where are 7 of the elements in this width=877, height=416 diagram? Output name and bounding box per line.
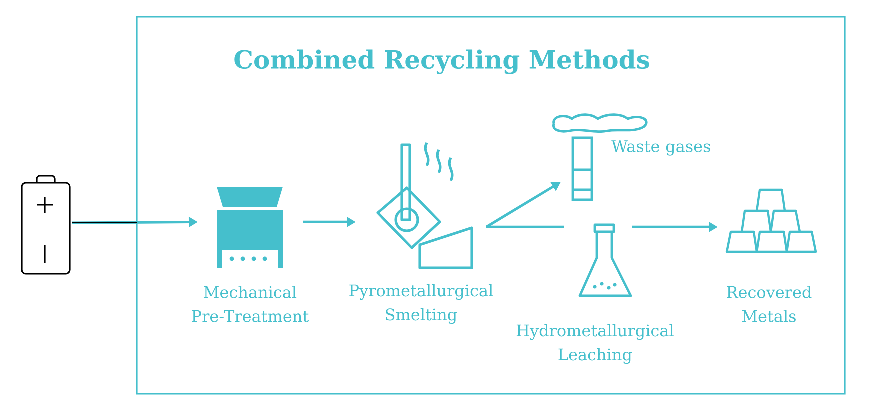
- step-label: Waste gases: [612, 140, 710, 156]
- step-label: Recovered Metals: [727, 286, 812, 322]
- step-label: Mechanical Pre-Treatment: [192, 286, 310, 322]
- title: Combined Recycling Methods: [234, 50, 650, 74]
- battery-drawing: [21, 175, 71, 275]
- step-label: Pyrometallurgical Smelting: [350, 284, 494, 324]
- step-label: Hydrometallurgical Leaching: [516, 324, 674, 364]
